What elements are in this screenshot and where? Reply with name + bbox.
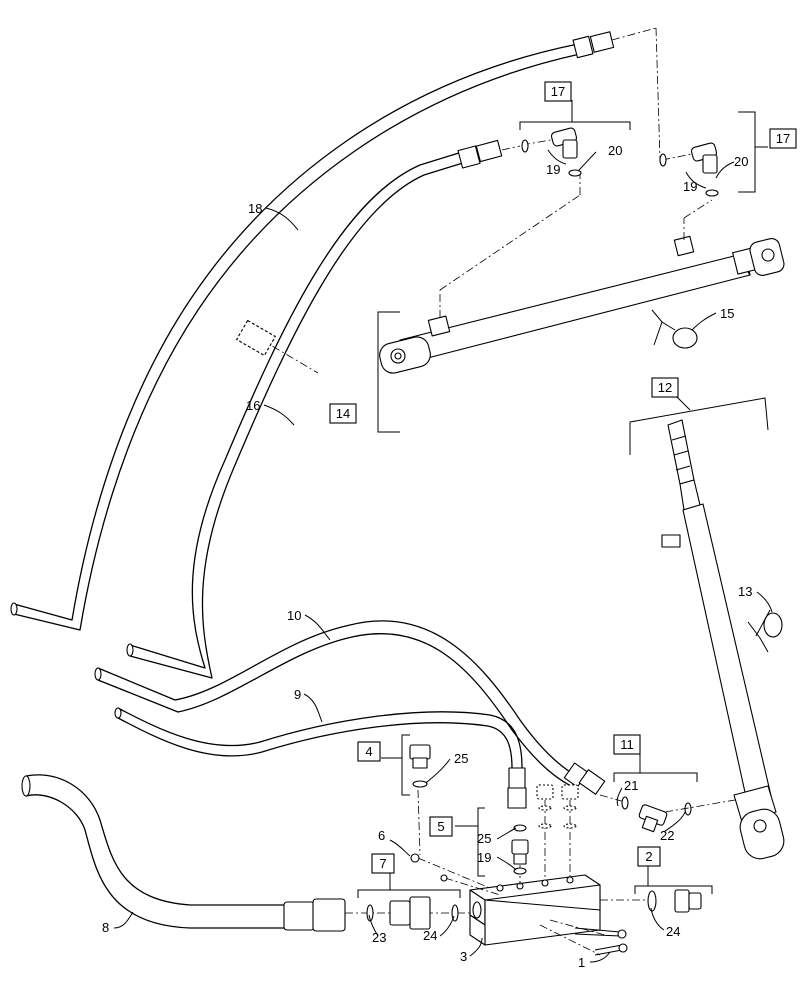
callout-box-17a[interactable]: 17 xyxy=(544,81,572,102)
svg-text:5: 5 xyxy=(437,819,444,834)
svg-text:2: 2 xyxy=(645,849,652,864)
o-ring-13[interactable] xyxy=(763,612,783,638)
callout-16[interactable]: 16 xyxy=(246,398,260,413)
hose-16[interactable] xyxy=(126,139,503,679)
bolt-1[interactable] xyxy=(574,927,628,956)
callout-25b[interactable]: 25 xyxy=(477,831,491,846)
elbow-17-right[interactable] xyxy=(659,142,719,197)
svg-text:17: 17 xyxy=(551,84,565,99)
callout-20a[interactable]: 20 xyxy=(608,143,622,158)
callout-19b[interactable]: 19 xyxy=(683,179,697,194)
fitting-2[interactable] xyxy=(647,889,702,913)
svg-text:4: 4 xyxy=(365,744,372,759)
elbow-11[interactable] xyxy=(599,794,736,833)
callout-19c[interactable]: 19 xyxy=(477,850,491,865)
callout-24b[interactable]: 24 xyxy=(666,924,680,939)
callout-box-11[interactable]: 11 xyxy=(613,734,641,755)
callout-box-5[interactable]: 5 xyxy=(429,816,453,837)
callout-21[interactable]: 21 xyxy=(624,778,638,793)
callout-box-7[interactable]: 7 xyxy=(371,853,395,874)
callout-8[interactable]: 8 xyxy=(102,920,109,935)
svg-text:11: 11 xyxy=(620,737,634,752)
o-ring-15[interactable] xyxy=(672,327,698,349)
callout-18[interactable]: 18 xyxy=(248,201,262,216)
hose-9[interactable] xyxy=(114,707,527,809)
svg-text:17: 17 xyxy=(776,131,790,146)
callout-6[interactable]: 6 xyxy=(378,828,385,843)
fitting-5[interactable] xyxy=(511,824,529,875)
callout-box-2[interactable]: 2 xyxy=(637,846,661,867)
callout-9[interactable]: 9 xyxy=(294,687,301,702)
callout-3[interactable]: 3 xyxy=(460,949,467,964)
svg-text:12: 12 xyxy=(658,380,672,395)
callout-1[interactable]: 1 xyxy=(578,955,585,970)
callout-20b[interactable]: 20 xyxy=(734,154,748,169)
hose-clamp xyxy=(236,319,276,357)
callout-10[interactable]: 10 xyxy=(287,608,301,623)
callout-box-12[interactable]: 12 xyxy=(651,377,679,398)
hose-18[interactable] xyxy=(10,31,615,631)
callout-23[interactable]: 23 xyxy=(372,930,386,945)
hose-8[interactable] xyxy=(21,774,346,932)
callout-box-4[interactable]: 4 xyxy=(357,741,381,762)
elbow-17-left[interactable] xyxy=(521,127,582,177)
callout-box-14[interactable]: 14 xyxy=(329,403,357,424)
valve-block-3[interactable] xyxy=(469,874,601,946)
callout-24a[interactable]: 24 xyxy=(423,928,437,943)
svg-text:7: 7 xyxy=(379,856,386,871)
brackets xyxy=(357,100,771,898)
hose-10[interactable] xyxy=(94,620,606,795)
alt-plugs xyxy=(536,784,579,829)
callout-22[interactable]: 22 xyxy=(660,828,674,843)
callout-25a[interactable]: 25 xyxy=(454,751,468,766)
callout-box-17b[interactable]: 17 xyxy=(769,128,797,149)
callout-19a[interactable]: 19 xyxy=(546,162,560,177)
svg-text:14: 14 xyxy=(336,406,350,421)
cylinder-12[interactable] xyxy=(661,419,787,862)
leaders xyxy=(113,149,773,963)
cylinder-14[interactable] xyxy=(377,235,786,375)
callout-15[interactable]: 15 xyxy=(720,306,734,321)
pin-6[interactable] xyxy=(410,853,448,882)
plug-4[interactable] xyxy=(409,744,431,788)
callout-13[interactable]: 13 xyxy=(738,584,752,599)
